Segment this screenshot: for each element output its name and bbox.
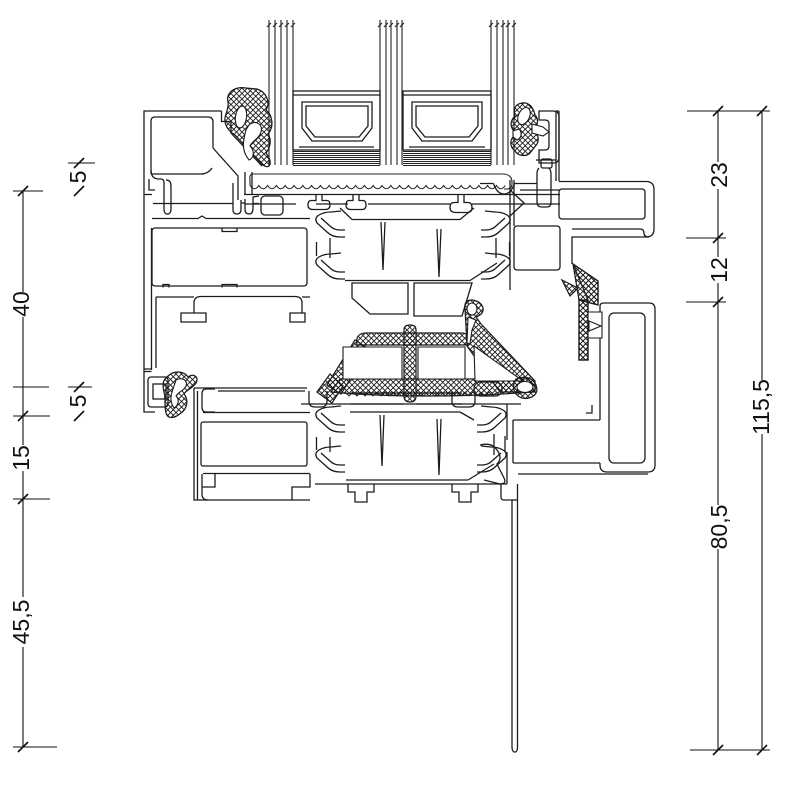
svg-text:5: 5 (65, 395, 91, 408)
svg-text:15: 15 (8, 445, 34, 471)
svg-text:40: 40 (8, 291, 34, 317)
svg-text:45,5: 45,5 (8, 600, 34, 645)
svg-text:80,5: 80,5 (706, 505, 732, 550)
svg-text:12: 12 (706, 257, 732, 283)
svg-text:5: 5 (65, 171, 91, 184)
svg-text:115,5: 115,5 (748, 379, 774, 435)
svg-text:23: 23 (706, 162, 732, 188)
